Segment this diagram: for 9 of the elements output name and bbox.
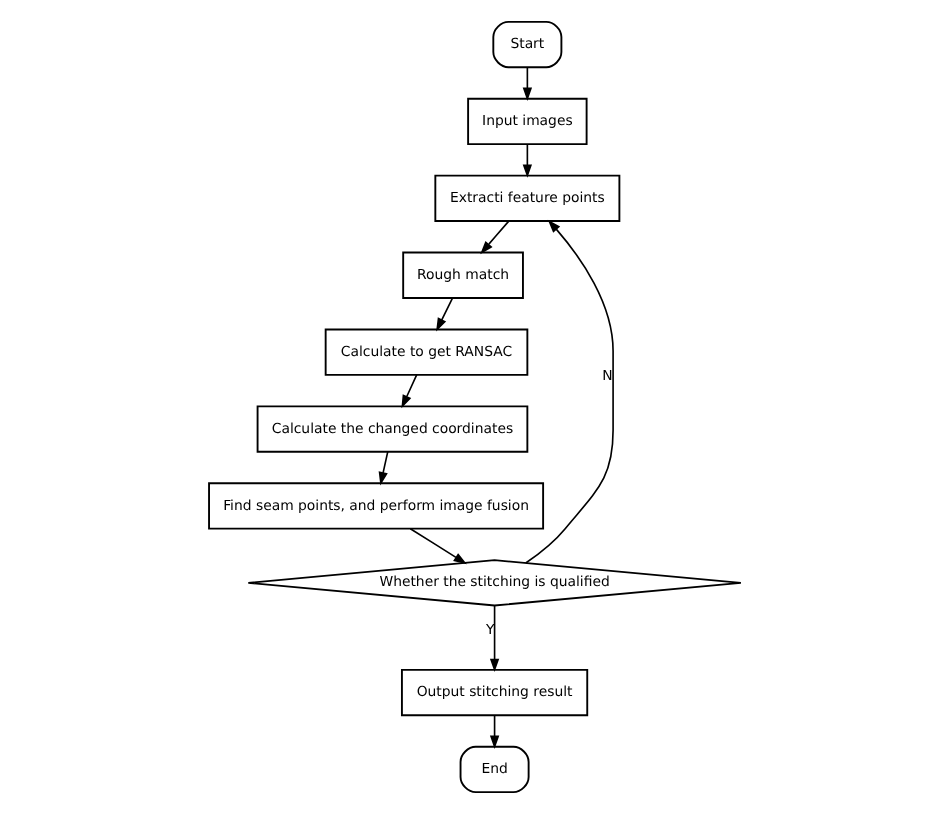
arrow [435,297,453,332]
arrow [408,527,466,565]
arrow [488,605,499,673]
arrow [521,143,532,178]
arrow [488,714,499,749]
arrow [479,220,509,255]
arrow [377,451,388,486]
arrow [400,374,417,409]
arrow [521,66,532,101]
